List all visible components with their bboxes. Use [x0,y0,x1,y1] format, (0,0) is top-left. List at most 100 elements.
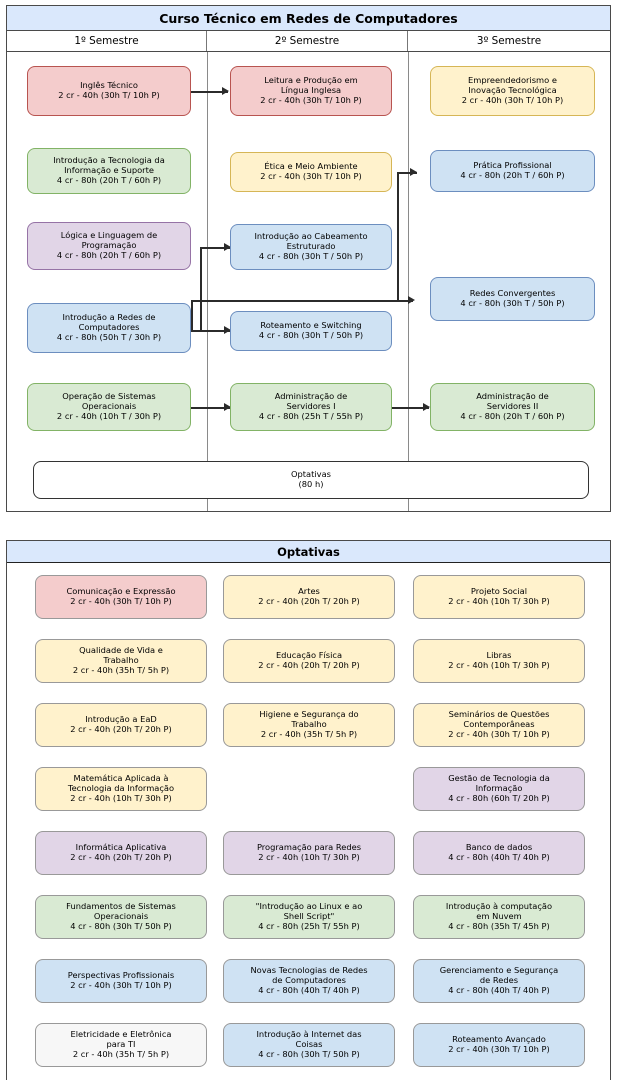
course-hours: 2 cr - 40h (10h T/ 30h P) [448,660,550,670]
course-name-line-2: Informação e Suporte [64,165,154,176]
course-name: Redes Convergentes [469,288,556,299]
course-name-line-1: Lógica e Linguagem de [60,230,158,241]
course-hours: 2 cr - 40h (20h T/ 20h P) [258,660,360,670]
course-name-line-2: Servidores I [286,401,336,412]
optativas-summary-name: Optativas [290,469,331,480]
course-name: Roteamento Avançado [452,1034,546,1045]
connector-to-cabeamento [200,247,230,249]
course-name-line-2: Trabalho [291,719,327,730]
course-hours: 4 cr - 80h (20h T / 60h P) [460,170,565,180]
course-hours: 4 cr - 80h (50h T / 30h P) [56,331,162,342]
course-name-line-1: Gerenciamento e Segurança [439,965,559,976]
connector-ingles-to-leitura [191,91,228,93]
course-name: Artes [298,586,320,597]
course-hours: 2 cr - 40h (30h T/ 10h P) [58,90,160,100]
course-name-line-1: Higiene e Segurança do [259,709,359,720]
course-hours: 2 cr - 40h (30h T/ 10h P) [448,1044,550,1054]
course-name-line-1: Introdução à computação [445,901,553,912]
course-name: Programação para Redes [256,842,362,853]
optativas-table-title: Optativas [7,541,610,563]
arrowhead-redes-convergentes [408,296,415,304]
course-hours: 2 cr - 40h (10h T / 30h P) [56,410,162,421]
course-name-line-1: Operação de Sistemas [62,391,156,402]
course-name: Inglês Técnico [80,80,138,91]
connector-riser-pratica [397,172,399,302]
arrowhead-admin2 [423,403,430,411]
course-hours: 4 cr - 80h (30h T / 50h P) [258,330,364,340]
course-name: Prática Profissional [473,160,552,171]
connector-riser-long [191,300,193,331]
course-hours: 4 cr - 80h (30h T / 50h P) [258,250,364,261]
connector-admin1-to-admin2 [392,407,429,409]
course-name-line-2: Programação [81,240,137,251]
course-name-line-1: Eletricidade e Eletrônica [70,1029,172,1040]
optativas-summary-box: Optativas (80 h) [33,461,589,499]
course-name: Perspectivas Profissionais [67,970,175,981]
course-hours: 2 cr - 40h (35h T/ 5h P) [72,664,170,675]
course-name-line-1: Introdução a Redes de [62,312,156,323]
semester-header-row: 1º Semestre 2º Semestre 3º Semestre [7,31,610,52]
course-name: Ética e Meio Ambiente [264,161,358,172]
course-hours: 4 cr - 80h (35h T/ 45h P) [448,920,550,931]
course-name-line-2: Trabalho [103,655,139,666]
course-name: Projeto Social [470,586,528,597]
column-divider-1 [207,52,208,511]
course-name-line-2: Operacionais [81,401,137,412]
course-name-line-1: Matemática Aplicada à [73,773,169,784]
course-name-line-2: Computadores [78,322,140,333]
course-name-line-2: Operacionais [93,911,149,922]
course-hours: 4 cr - 80h (40h T/ 40h P) [258,984,360,995]
course-name-line-1: Administração de [476,391,549,402]
course-name-line-2: Informação [475,783,523,794]
course-hours: 2 cr - 40h (20h T/ 20h P) [70,852,172,862]
course-hours: 4 cr - 80h (20h T / 60h P) [56,249,162,260]
course-name: Roteamento e Switching [260,320,362,331]
connector-operacao-to-admin1 [191,407,230,409]
connector-redes-to-roteamento [191,330,230,332]
course-name: Introdução a EaD [85,714,157,725]
course-name: Comunicação e Expressão [66,586,176,597]
course-name-line-2: em Nuvem [476,911,522,922]
arrowhead-admin1 [224,403,231,411]
course-name-line-1: "Introdução ao Linux e ao [255,901,363,912]
course-hours: 2 cr - 40h (30h T/ 10h P) [448,728,550,739]
course-name-line-1: Novas Tecnologias de Redes [250,965,368,976]
arrowhead-roteamento [224,326,231,334]
arrowhead-cabeamento [224,243,231,251]
course-name: Banco de dados [465,842,533,853]
course-name: Libras [486,650,512,661]
course-hours: 2 cr - 40h (30h T/ 10h P) [70,980,172,990]
course-name-line-1: Seminários de Questões [448,709,550,720]
course-name-line-2: Inovação Tecnológica [468,85,557,96]
course-name-line-1: Introdução à Internet das [256,1029,362,1040]
course-hours: 4 cr - 80h (25h T/ 55h P) [258,920,360,931]
course-name-line-2: de Computadores [272,975,346,986]
course-hours: 2 cr - 40h (20h T/ 20h P) [258,596,360,606]
semester-header-2: 2º Semestre [207,31,408,51]
course-hours: 2 cr - 40h (35h T/ 5h P) [72,1048,170,1059]
course-name-line-2: Shell Script" [283,911,335,922]
course-hours: 4 cr - 80h (40h T/ 40h P) [448,984,550,995]
course-hours: 2 cr - 40h (30h T/ 10h P) [260,171,362,181]
semester-header-3: 3º Semestre [476,35,542,47]
arrowhead-leitura [222,87,229,95]
course-name-line-1: Qualidade de Vida e [79,645,163,656]
